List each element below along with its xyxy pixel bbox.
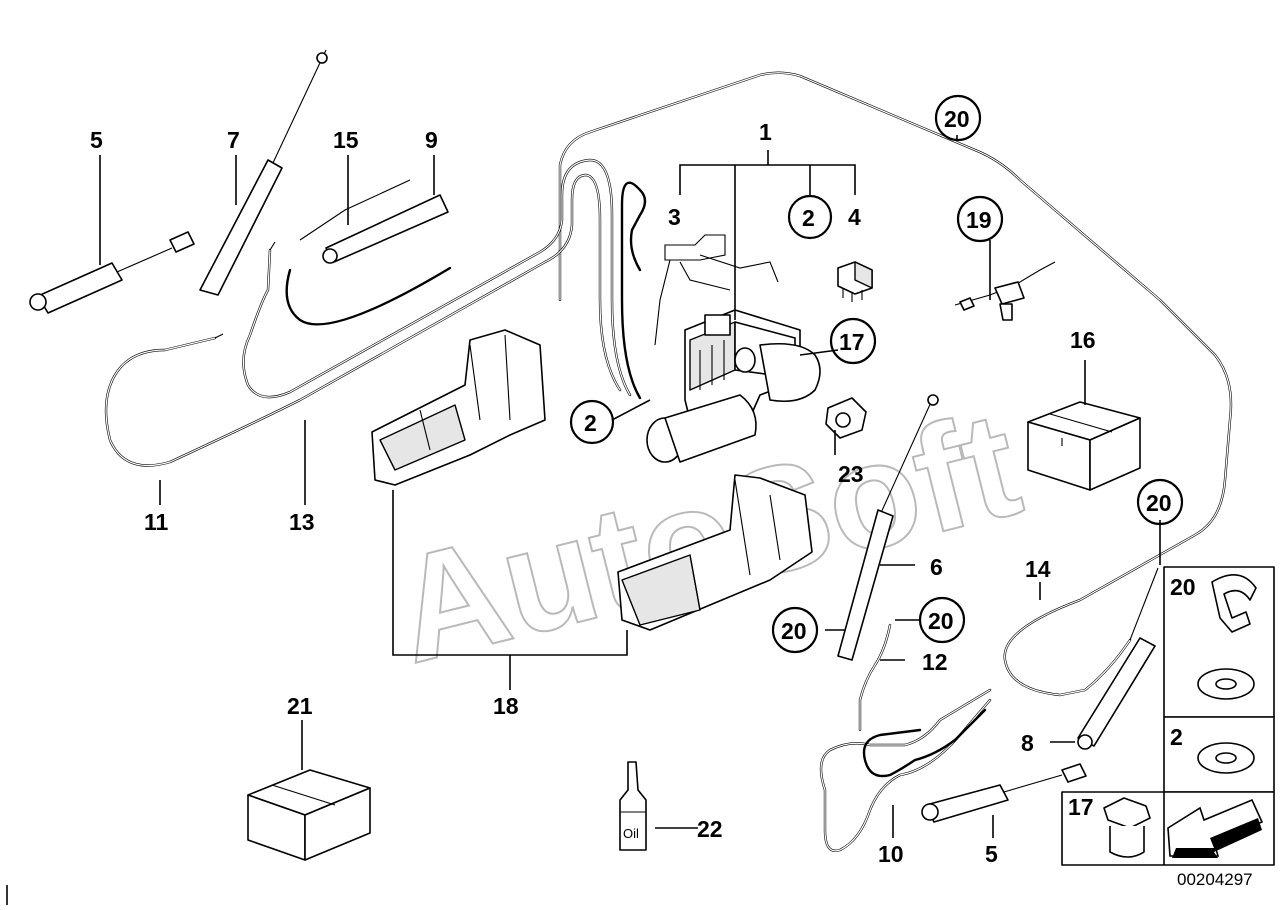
part-23-bracket <box>825 397 867 439</box>
callout-18: 18 <box>493 693 519 719</box>
part-19-clip <box>954 261 1056 321</box>
callout-16: 16 <box>1070 327 1096 353</box>
callout-10: 10 <box>878 841 904 867</box>
callouts: 1 2 2 3 4 5 5 6 7 8 9 10 11 12 13 14 15 … <box>90 94 1184 867</box>
callout-11: 11 <box>144 509 169 535</box>
pump-assembly <box>646 309 821 463</box>
part-22-oil-bottle: Oil <box>619 761 647 851</box>
hose-bundle-left <box>104 158 647 467</box>
part-4-connector <box>837 261 873 302</box>
arrow-icon <box>1167 798 1264 858</box>
callout-12: 12 <box>922 649 948 675</box>
part-6-strut <box>837 394 939 661</box>
part-18-lower-cover <box>617 474 813 631</box>
callout-17a-ring <box>829 317 877 365</box>
callout-6: 6 <box>930 554 943 580</box>
callout-9: 9 <box>425 127 438 153</box>
callout-8: 8 <box>1021 730 1034 756</box>
hose-bundle-right <box>819 623 992 852</box>
part-3-sensor <box>654 234 779 346</box>
callout-23: 23 <box>838 461 864 487</box>
part-18-upper-cover <box>371 329 546 486</box>
callout-20b: 20 <box>1146 490 1172 516</box>
callout-21: 21 <box>287 693 313 719</box>
callout-5b: 5 <box>985 841 998 867</box>
callout-20b-ring <box>1136 478 1184 526</box>
callout-17a: 17 <box>839 329 865 355</box>
legend-2: 2 <box>1170 724 1183 750</box>
callout-7: 7 <box>227 127 240 153</box>
callout-20c: 20 <box>928 608 954 634</box>
callout-19-ring <box>956 195 1004 243</box>
callout-2a: 2 <box>802 205 815 231</box>
callout-2a-ring <box>787 194 833 240</box>
callout-5a: 5 <box>90 127 103 153</box>
legend-20: 20 <box>1170 574 1196 600</box>
callout-3: 3 <box>668 204 681 230</box>
callout-4: 4 <box>848 204 861 230</box>
clip-icon <box>1211 574 1257 633</box>
callout-20a: 20 <box>944 106 970 132</box>
callout-13: 13 <box>289 509 315 535</box>
legend-panel: 20 2 17 <box>1061 566 1275 866</box>
callout-20a-ring <box>934 94 982 142</box>
part-9-cylinder <box>322 194 449 264</box>
callout-15: 15 <box>333 127 359 153</box>
part-5-cylinder-bottom <box>921 763 1087 823</box>
callout-19: 19 <box>966 207 992 233</box>
hose-loop-main <box>558 71 1233 697</box>
callout-14: 14 <box>1025 556 1051 582</box>
oil-marking: Oil <box>623 826 639 841</box>
plug-bolt-icon <box>1103 797 1151 858</box>
part-7-strut <box>199 49 328 296</box>
callout-2b: 2 <box>584 410 597 436</box>
callout-20d-ring <box>771 606 819 654</box>
part-8-cylinder <box>1077 567 1159 750</box>
leader-lines <box>99 135 1161 838</box>
callout-22: 22 <box>697 816 723 842</box>
callout-1: 1 <box>759 119 772 145</box>
part-16-box <box>1027 401 1141 491</box>
callout-2b-ring <box>569 399 615 445</box>
callout-20d: 20 <box>781 618 807 644</box>
part-5-cylinder-top <box>29 231 195 314</box>
part-15-line <box>299 179 411 241</box>
legend-17: 17 <box>1068 794 1094 820</box>
callout-20c-ring <box>918 596 966 644</box>
part-21-box <box>247 769 371 861</box>
document-id: 00204297 <box>1177 870 1253 889</box>
